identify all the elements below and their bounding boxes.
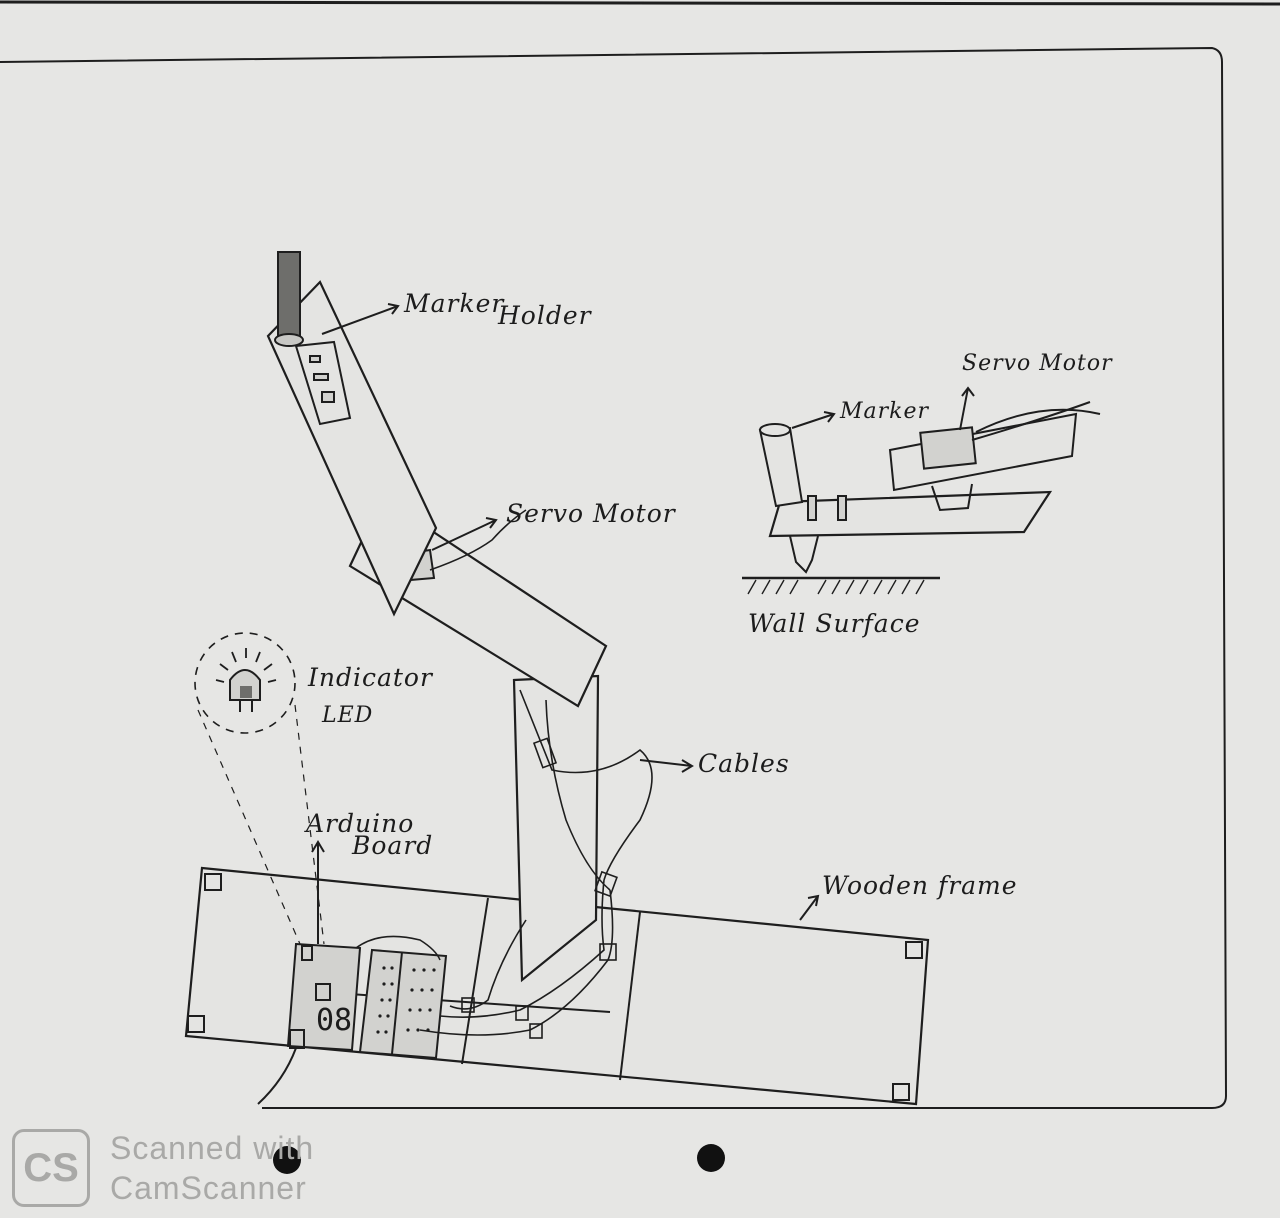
usb-cable [258,1048,296,1104]
label-board: Board [351,831,433,860]
camscanner-watermark: CS Scanned with CamScanner [12,1128,314,1208]
label-led: LED [321,703,373,728]
label-servo-motor: Servo Motor [506,499,677,528]
label-wooden-frame: Wooden frame [822,871,1018,900]
label-inset-marker: Marker [839,399,930,424]
display-digits: 08 [316,1003,352,1038]
arduino-board: 08 [288,944,360,1050]
scan-dot [697,1144,725,1172]
label-inset-servo-motor: Servo Motor [962,351,1113,376]
label-marker: Marker [403,289,505,318]
label-indicator: Indicator [307,663,434,692]
watermark-line2: CamScanner [110,1168,314,1208]
marker [275,252,303,346]
camscanner-logo: CS [12,1129,90,1207]
label-cables: Cables [698,749,790,778]
label-holder: Holder [497,301,593,330]
breadboard [360,950,446,1058]
watermark-line1: Scanned with [110,1128,314,1168]
watermark-text: Scanned with CamScanner [110,1128,314,1208]
label-wall-surface: Wall Surface [748,609,921,638]
page-top-edge [0,2,1280,4]
